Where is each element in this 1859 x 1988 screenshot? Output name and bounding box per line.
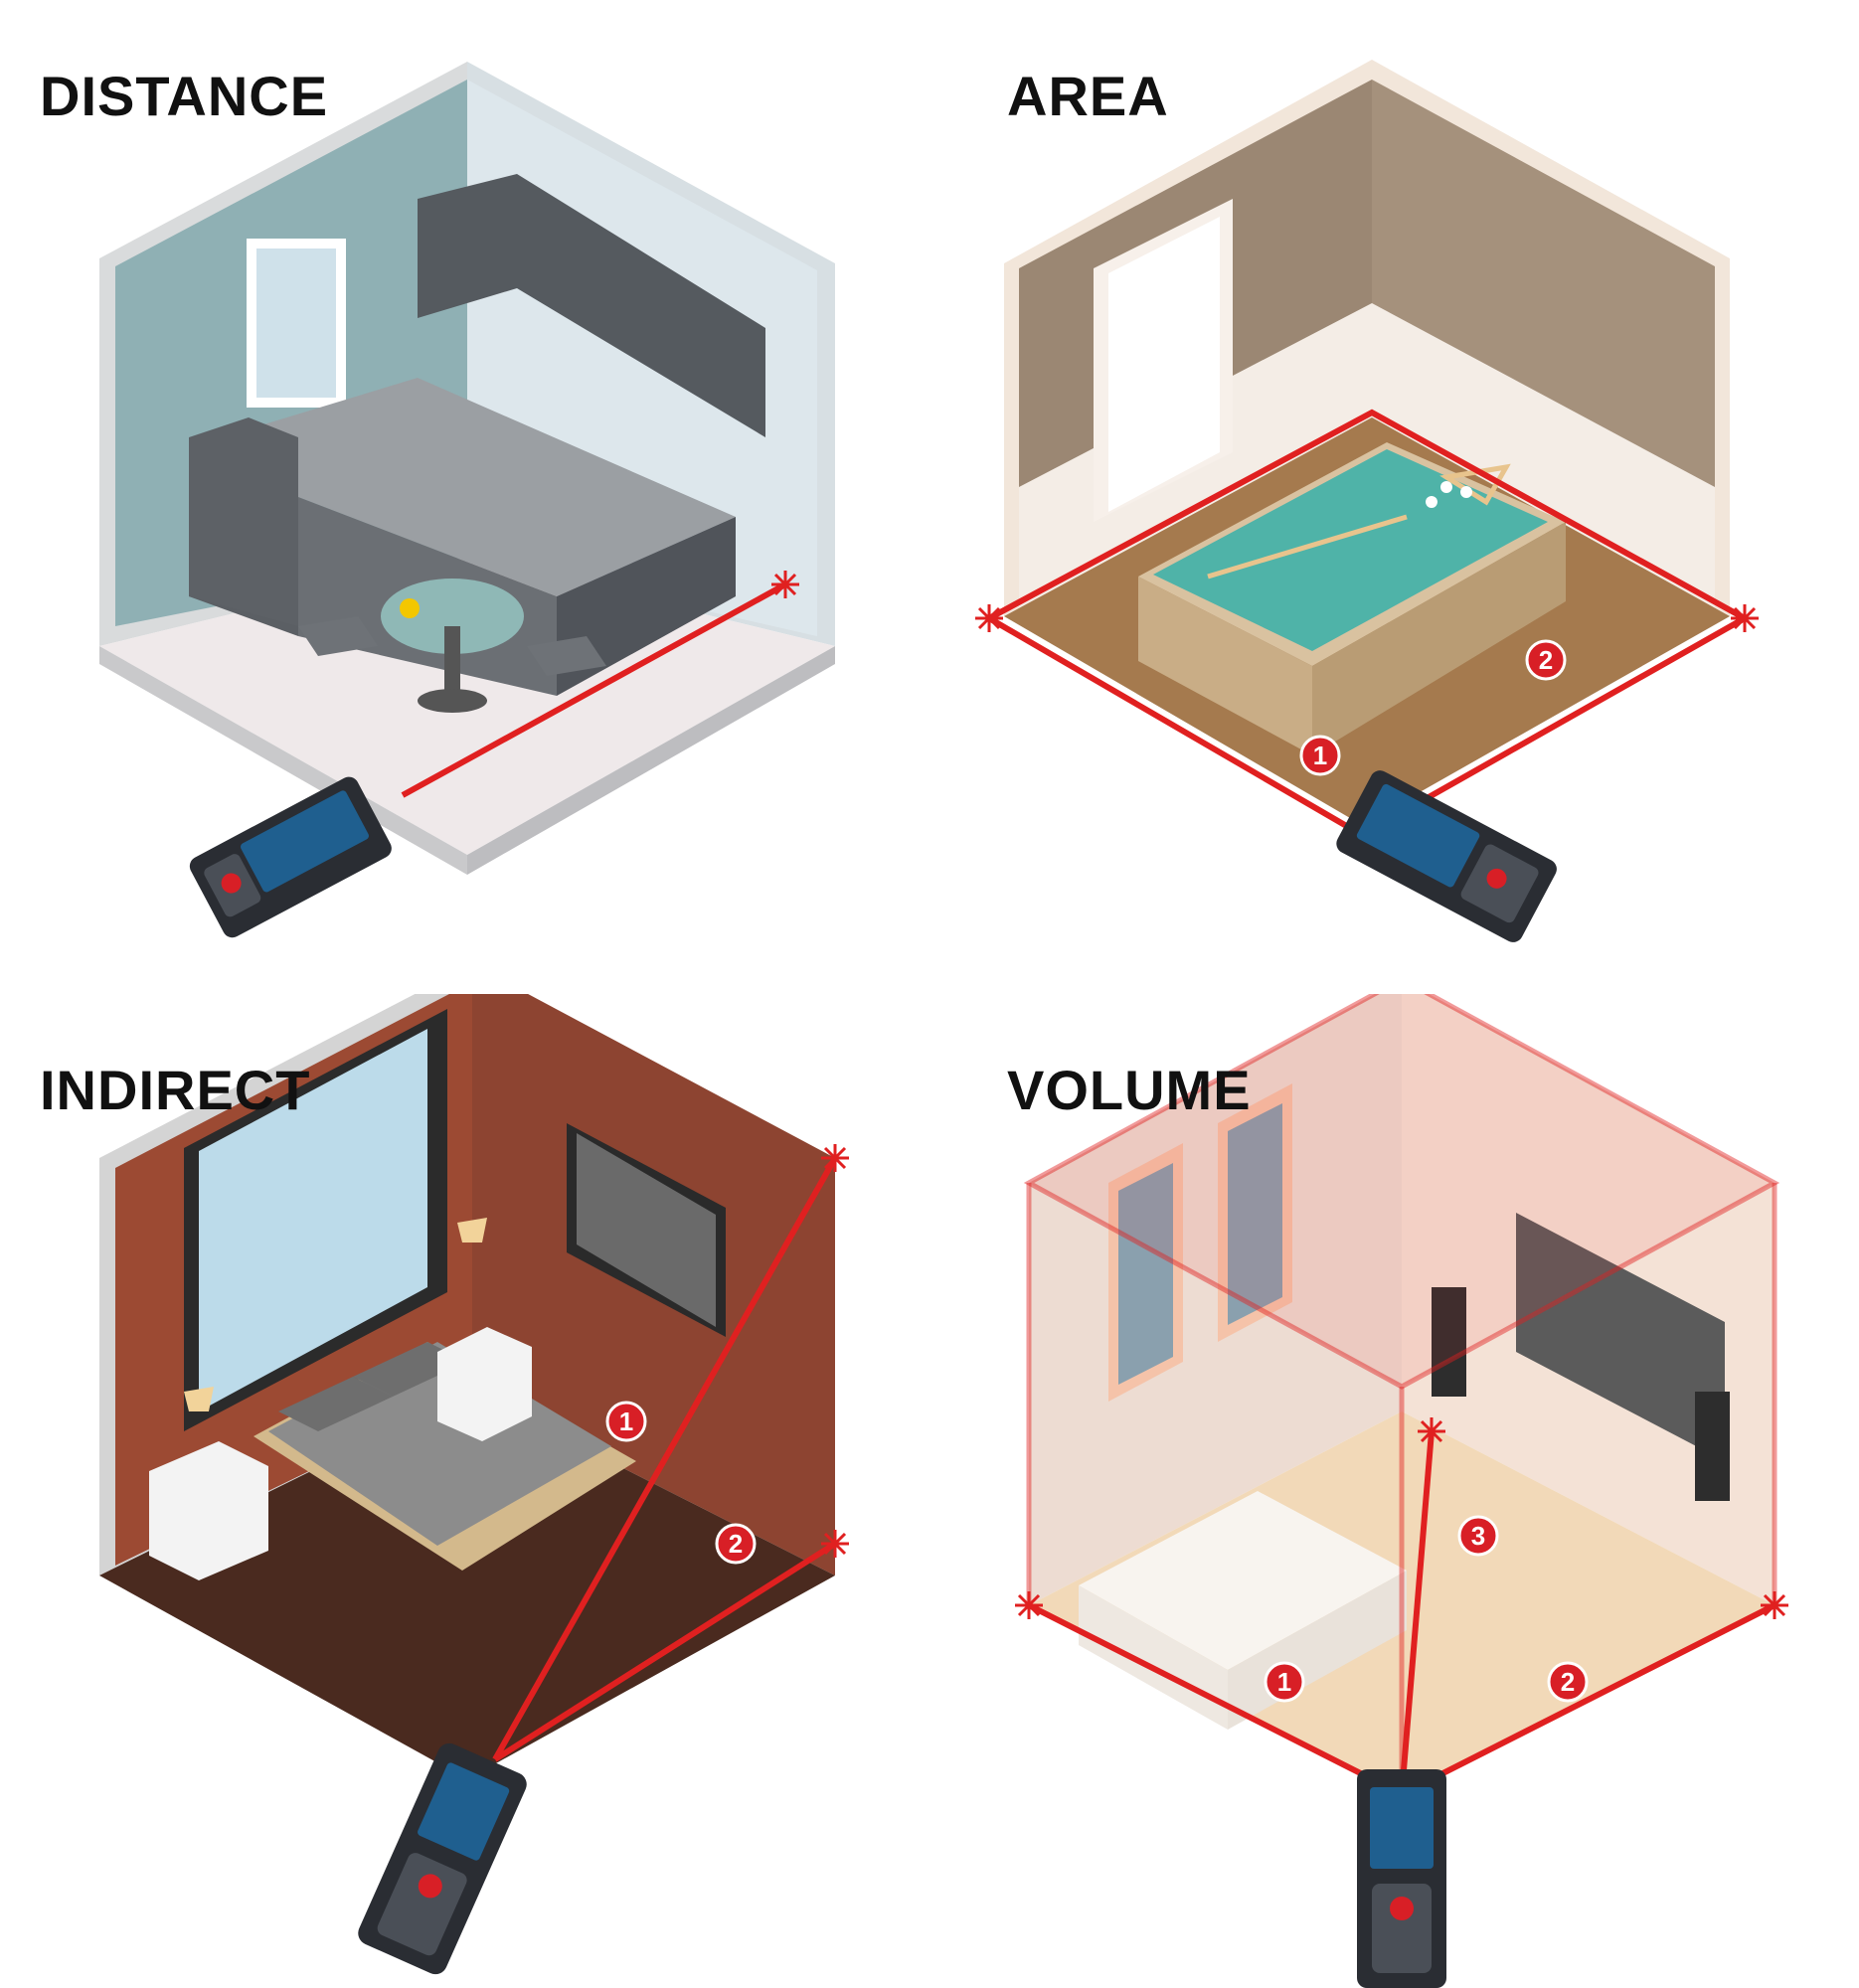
laser-point-icon [1761,1591,1788,1619]
laser-point-icon [821,1144,849,1172]
volume-scene: 1 2 3 [1015,994,1788,1988]
nightstand [437,1327,532,1441]
marker-badge-3: 3 [1457,1515,1499,1557]
speaker-icon [1695,1392,1730,1501]
cue-stick [1207,514,1408,580]
laser-measure-device [1336,770,1557,942]
window-icon [199,1029,427,1411]
distance-title: DISTANCE [40,65,329,127]
left-wall [1029,994,1402,1605]
laser-point-icon [975,604,1003,632]
upper-cabinets [418,174,765,437]
marker-badge-2: 2 [1547,1661,1589,1703]
dining-table [381,579,524,654]
chair [298,616,378,656]
svg-text:1: 1 [1277,1667,1291,1697]
counter-top [189,378,736,596]
pillow [278,1377,393,1431]
marker-badge-2: 2 [1525,639,1567,681]
marker-badge-2: 2 [715,1523,757,1565]
panel-volume: 1 2 3 VOLUME [930,994,1859,1988]
indirect-title: INDIRECT [40,1059,311,1121]
laser-beam [401,581,787,798]
marker-badge-1: 1 [1299,735,1341,776]
distance-scene [99,62,835,938]
speaker-icon [1432,1287,1466,1397]
svg-text:1: 1 [619,1407,633,1436]
svg-text:2: 2 [729,1529,743,1559]
fridge [189,417,298,626]
laser-point-icon [1015,1591,1043,1619]
nightstand [149,1441,268,1580]
marker-badge-1: 1 [1264,1661,1305,1703]
laser-measure-device [189,776,392,938]
panel-area: 1 2 AREA [930,0,1859,994]
laser-point-icon [1731,604,1759,632]
tv-icon [1516,1213,1725,1461]
panel-indirect: 1 2 INDIRECT [0,994,930,1988]
lamp-icon [184,1387,214,1411]
laser-measure-device [358,1742,527,1975]
laser-measure-device [1357,1769,1446,1988]
svg-text:1: 1 [1313,741,1327,770]
svg-text:2: 2 [1561,1667,1575,1697]
laser-beam-1 [492,1156,838,1761]
laser-point-icon [821,1530,849,1558]
area-scene: 1 2 [975,60,1759,942]
laser-beam-height [1399,1430,1435,1795]
svg-text:2: 2 [1539,645,1553,675]
indirect-scene: 1 2 [99,994,849,1975]
sofa [1079,1491,1407,1670]
laser-beam-2 [493,1541,837,1762]
chair [527,636,606,676]
wainscot-right [1372,303,1715,611]
laser-point-icon [771,571,799,598]
panel-distance: DISTANCE [0,0,930,994]
laser-point-icon [1418,1417,1445,1445]
area-title: AREA [1007,65,1169,127]
lamp-icon [457,1218,487,1242]
volume-title: VOLUME [1007,1059,1252,1121]
marker-badge-1: 1 [605,1401,647,1442]
volume-top [1023,994,1780,1390]
svg-text:3: 3 [1471,1521,1485,1551]
